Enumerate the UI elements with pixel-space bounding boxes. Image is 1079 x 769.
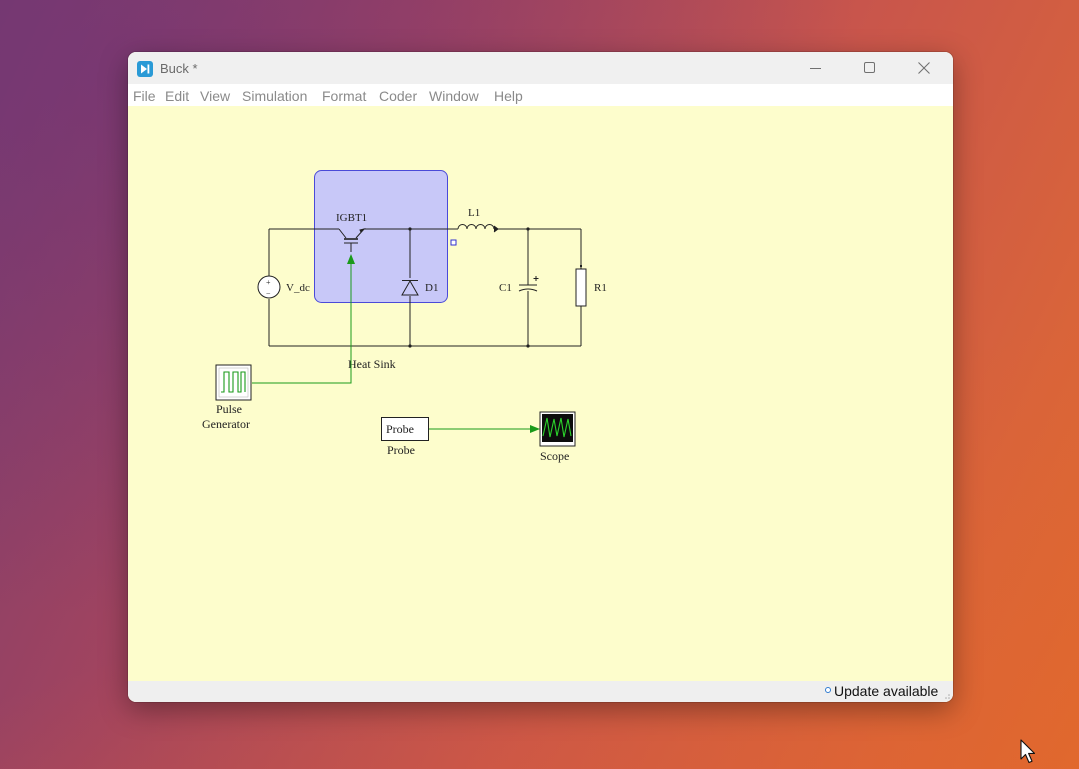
heat-sink-port[interactable] [450, 239, 457, 246]
close-icon [918, 62, 930, 74]
load-resistor[interactable] [575, 265, 587, 307]
scope-wave-icon [542, 417, 572, 438]
diode-label: D1 [425, 282, 438, 294]
igbt-switch[interactable] [338, 228, 366, 252]
pulse-generator-block[interactable] [215, 364, 252, 401]
minimize-icon [810, 68, 821, 69]
gate-signal-wire[interactable] [252, 262, 352, 384]
inductor[interactable] [457, 224, 499, 233]
dc-voltage-source[interactable]: + − V_dc [257, 275, 310, 299]
resize-grip-icon[interactable] [942, 691, 950, 699]
app-logo-icon [137, 61, 153, 77]
heat-sink-label: Heat Sink [348, 357, 396, 371]
menu-bar: File Edit View Simulation Format Coder W… [128, 84, 953, 106]
update-available-link[interactable]: Update available [834, 683, 939, 699]
heat-sink-block[interactable] [314, 170, 448, 303]
title-bar[interactable]: Buck * [128, 52, 953, 84]
pulse-generator-label-2: Generator [202, 417, 250, 431]
menu-coder[interactable]: Coder [379, 88, 418, 104]
menu-window[interactable]: Window [429, 88, 479, 104]
schematic-diagram: + − V_dc IGBT1 D1 [202, 170, 607, 463]
gate-arrow-icon [347, 254, 355, 264]
menu-edit[interactable]: Edit [165, 88, 190, 104]
scope-label: Scope [540, 449, 569, 463]
capacitor-label: C1 [499, 282, 512, 294]
pulse-generator-label-1: Pulse [216, 402, 242, 416]
svg-text:−: − [266, 289, 271, 298]
probe-block[interactable]: Probe [381, 417, 429, 441]
update-indicator-icon [825, 687, 831, 693]
status-bar: Update available [128, 681, 953, 702]
capacitor[interactable] [518, 276, 539, 292]
minimize-button[interactable] [793, 52, 839, 84]
maximize-icon [864, 62, 875, 73]
freewheel-diode[interactable] [401, 279, 419, 296]
menu-view[interactable]: View [200, 88, 231, 104]
menu-file[interactable]: File [133, 88, 156, 104]
pulse-wave-icon [221, 371, 246, 393]
app-window: Buck * File Edit View Simulation Format … [128, 52, 953, 702]
scope-block[interactable] [539, 411, 576, 447]
menu-format[interactable]: Format [322, 88, 367, 104]
menu-simulation[interactable]: Simulation [242, 88, 308, 104]
inductor-label: L1 [468, 207, 480, 219]
mouse-pointer-icon [1020, 739, 1036, 764]
wire-junctions [408, 227, 530, 348]
window-title: Buck * [160, 61, 198, 76]
maximize-button[interactable] [847, 52, 893, 84]
probe-block-text: Probe [386, 422, 414, 436]
close-button[interactable] [901, 52, 947, 84]
resistor-label: R1 [594, 282, 607, 294]
probe-label: Probe [387, 443, 415, 457]
igbt-label: IGBT1 [336, 212, 367, 224]
scope-input-arrow-icon [530, 425, 540, 433]
schematic-canvas[interactable]: + − V_dc IGBT1 D1 [128, 106, 953, 681]
menu-help[interactable]: Help [494, 88, 523, 104]
svg-text:+: + [266, 278, 271, 287]
vdc-label: V_dc [286, 282, 310, 294]
